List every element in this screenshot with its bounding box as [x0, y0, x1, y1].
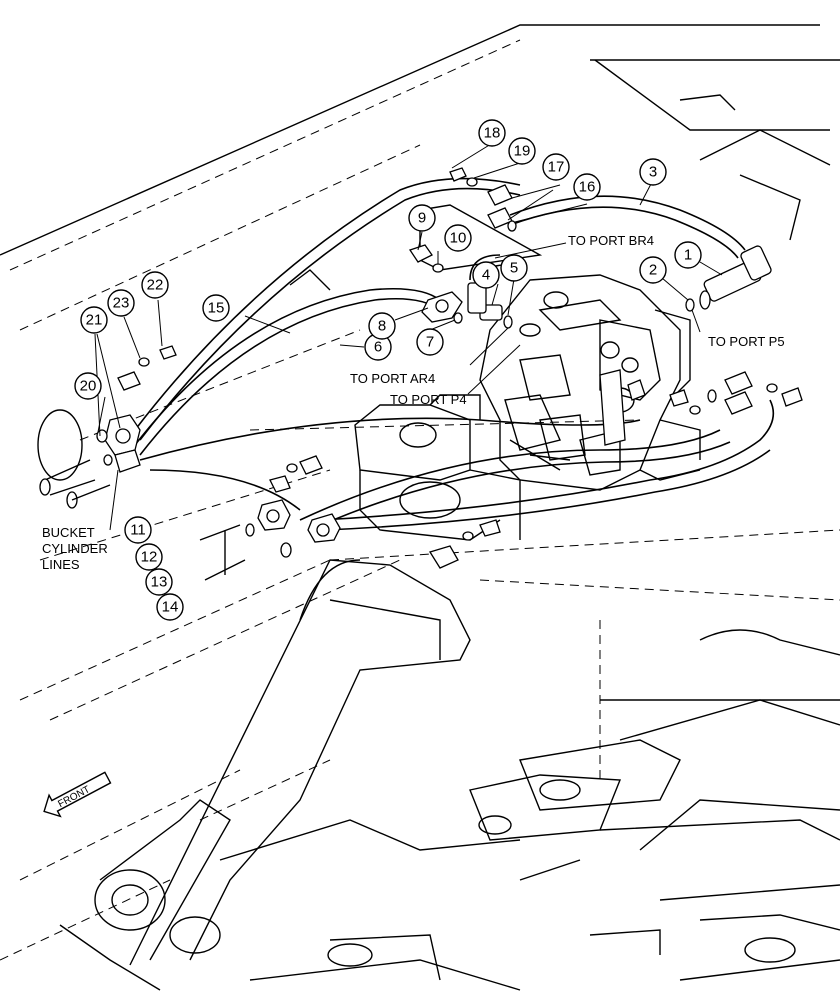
- port-labels: TO PORT BR4 TO PORT P5 TO PORT AR4 TO PO…: [42, 233, 785, 572]
- bucket-label-line-3: LINES: [42, 557, 80, 572]
- svg-text:22: 22: [147, 277, 164, 294]
- callout-9: 9: [408, 204, 436, 232]
- lower-frame: [219, 629, 840, 991]
- bucket-label-line-1: BUCKET: [42, 525, 95, 540]
- svg-text:14: 14: [162, 599, 179, 616]
- callout-19: 19: [508, 137, 536, 165]
- callout-13: 13: [145, 568, 173, 596]
- boom-base: [59, 559, 471, 991]
- callout-3: 3: [639, 158, 667, 186]
- svg-text:9: 9: [418, 210, 426, 227]
- svg-text:2: 2: [649, 262, 657, 279]
- chassis-outline: [0, 24, 840, 961]
- bucket-label-line-2: CYLINDER: [42, 541, 108, 556]
- svg-text:6: 6: [374, 339, 382, 356]
- callout-1: 1: [674, 241, 702, 269]
- svg-text:20: 20: [80, 378, 97, 395]
- svg-text:18: 18: [484, 125, 501, 142]
- to-port-ar4-label: TO PORT AR4: [350, 371, 435, 386]
- callout-23: 23: [107, 289, 135, 317]
- callout-20: 20: [74, 372, 102, 400]
- callouts: 1 2 3 4 5 6 7 8 9 10 11 12 13 14 15 16 1…: [74, 119, 702, 621]
- leader-lines: [94, 143, 723, 531]
- svg-text:23: 23: [113, 295, 130, 312]
- callout-16: 16: [573, 173, 601, 201]
- svg-text:17: 17: [548, 159, 565, 176]
- svg-text:16: 16: [579, 179, 596, 196]
- svg-text:11: 11: [130, 522, 146, 539]
- to-port-p4-label: TO PORT P4: [390, 392, 467, 407]
- svg-text:21: 21: [86, 312, 103, 329]
- callout-21: 21: [80, 306, 108, 334]
- callout-11: 11: [124, 516, 152, 544]
- callout-4: 4: [472, 261, 500, 289]
- callout-5: 5: [500, 254, 528, 282]
- callout-7: 7: [416, 328, 444, 356]
- callout-12: 12: [135, 543, 163, 571]
- svg-text:13: 13: [151, 574, 168, 591]
- fittings: [37, 167, 803, 581]
- svg-text:10: 10: [450, 230, 467, 247]
- svg-text:19: 19: [514, 143, 531, 160]
- to-port-p5-label: TO PORT P5: [708, 334, 785, 349]
- svg-text:8: 8: [378, 318, 386, 335]
- callout-14: 14: [156, 593, 184, 621]
- svg-text:5: 5: [510, 260, 518, 277]
- callout-10: 10: [444, 224, 472, 252]
- front-arrow: FRONT: [43, 771, 112, 818]
- to-port-br4-label: TO PORT BR4: [568, 233, 654, 248]
- callout-2: 2: [639, 256, 667, 284]
- svg-text:12: 12: [141, 549, 158, 566]
- svg-text:7: 7: [426, 334, 434, 351]
- pump-housing: [354, 394, 521, 541]
- callout-18: 18: [478, 119, 506, 147]
- callout-17: 17: [542, 153, 570, 181]
- svg-text:4: 4: [482, 267, 490, 284]
- svg-text:15: 15: [208, 300, 225, 317]
- callout-22: 22: [141, 271, 169, 299]
- callout-8: 8: [368, 312, 396, 340]
- svg-text:3: 3: [649, 164, 657, 181]
- svg-text:1: 1: [684, 247, 692, 264]
- callout-15: 15: [202, 294, 230, 322]
